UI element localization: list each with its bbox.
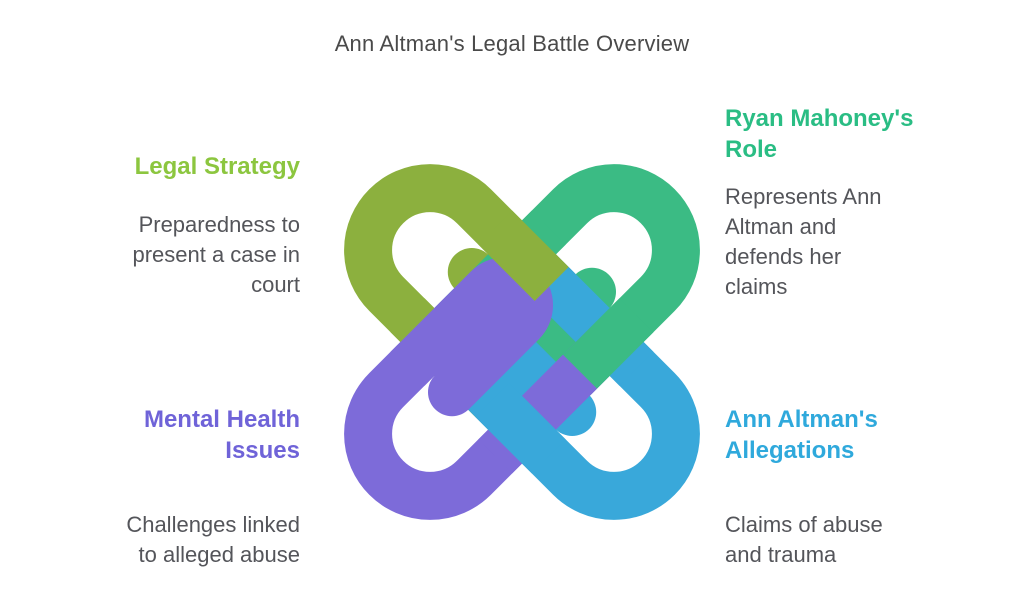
section-body-ann-altmans-allegations: Claims of abuse and trauma xyxy=(725,512,883,567)
section-heading-ann-altmans-allegations: Ann Altman's Allegations xyxy=(725,406,878,464)
section-heading-legal-strategy: Legal Strategy xyxy=(134,153,300,180)
section-body-mental-health-issues: Challenges linked to alleged abuse xyxy=(126,512,300,567)
section-heading-mental-health-issues: Mental Health Issues xyxy=(143,406,300,464)
knot-graphic xyxy=(322,142,722,542)
section-heading-ryan-mahoneys-role: Ryan Mahoney's Role xyxy=(725,105,914,163)
section-body-ryan-mahoneys-role: Represents Ann Altman and defends her cl… xyxy=(725,184,882,299)
section-body-legal-strategy: Preparedness to present a case in court xyxy=(132,212,300,297)
page-title: Ann Altman's Legal Battle Overview xyxy=(334,31,690,56)
